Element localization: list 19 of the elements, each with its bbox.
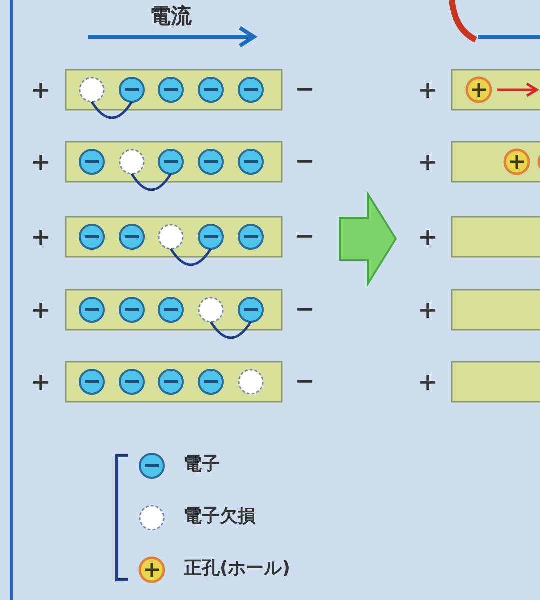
plus-sign: + xyxy=(31,370,52,394)
plus-sign: + xyxy=(31,150,52,174)
plus-sign: + xyxy=(31,225,52,249)
minus-sign: − xyxy=(295,149,316,173)
plus-sign: + xyxy=(418,298,438,322)
plus-sign: + xyxy=(418,150,438,174)
plus-sign: + xyxy=(418,225,438,249)
current-label: 電流 xyxy=(150,6,192,27)
minus-sign: − xyxy=(295,224,316,248)
plus-sign: + xyxy=(31,78,52,102)
legend-text: 正孔(ホール) xyxy=(184,560,290,578)
plus-sign: + xyxy=(31,298,52,322)
minus-sign: − xyxy=(295,77,316,101)
minus-sign: − xyxy=(295,369,316,393)
plus-sign: + xyxy=(418,78,438,102)
plus-sign: + xyxy=(418,370,438,394)
legend-text: 電子 xyxy=(184,456,220,474)
minus-sign: − xyxy=(295,297,316,321)
legend-text: 電子欠損 xyxy=(184,508,256,526)
